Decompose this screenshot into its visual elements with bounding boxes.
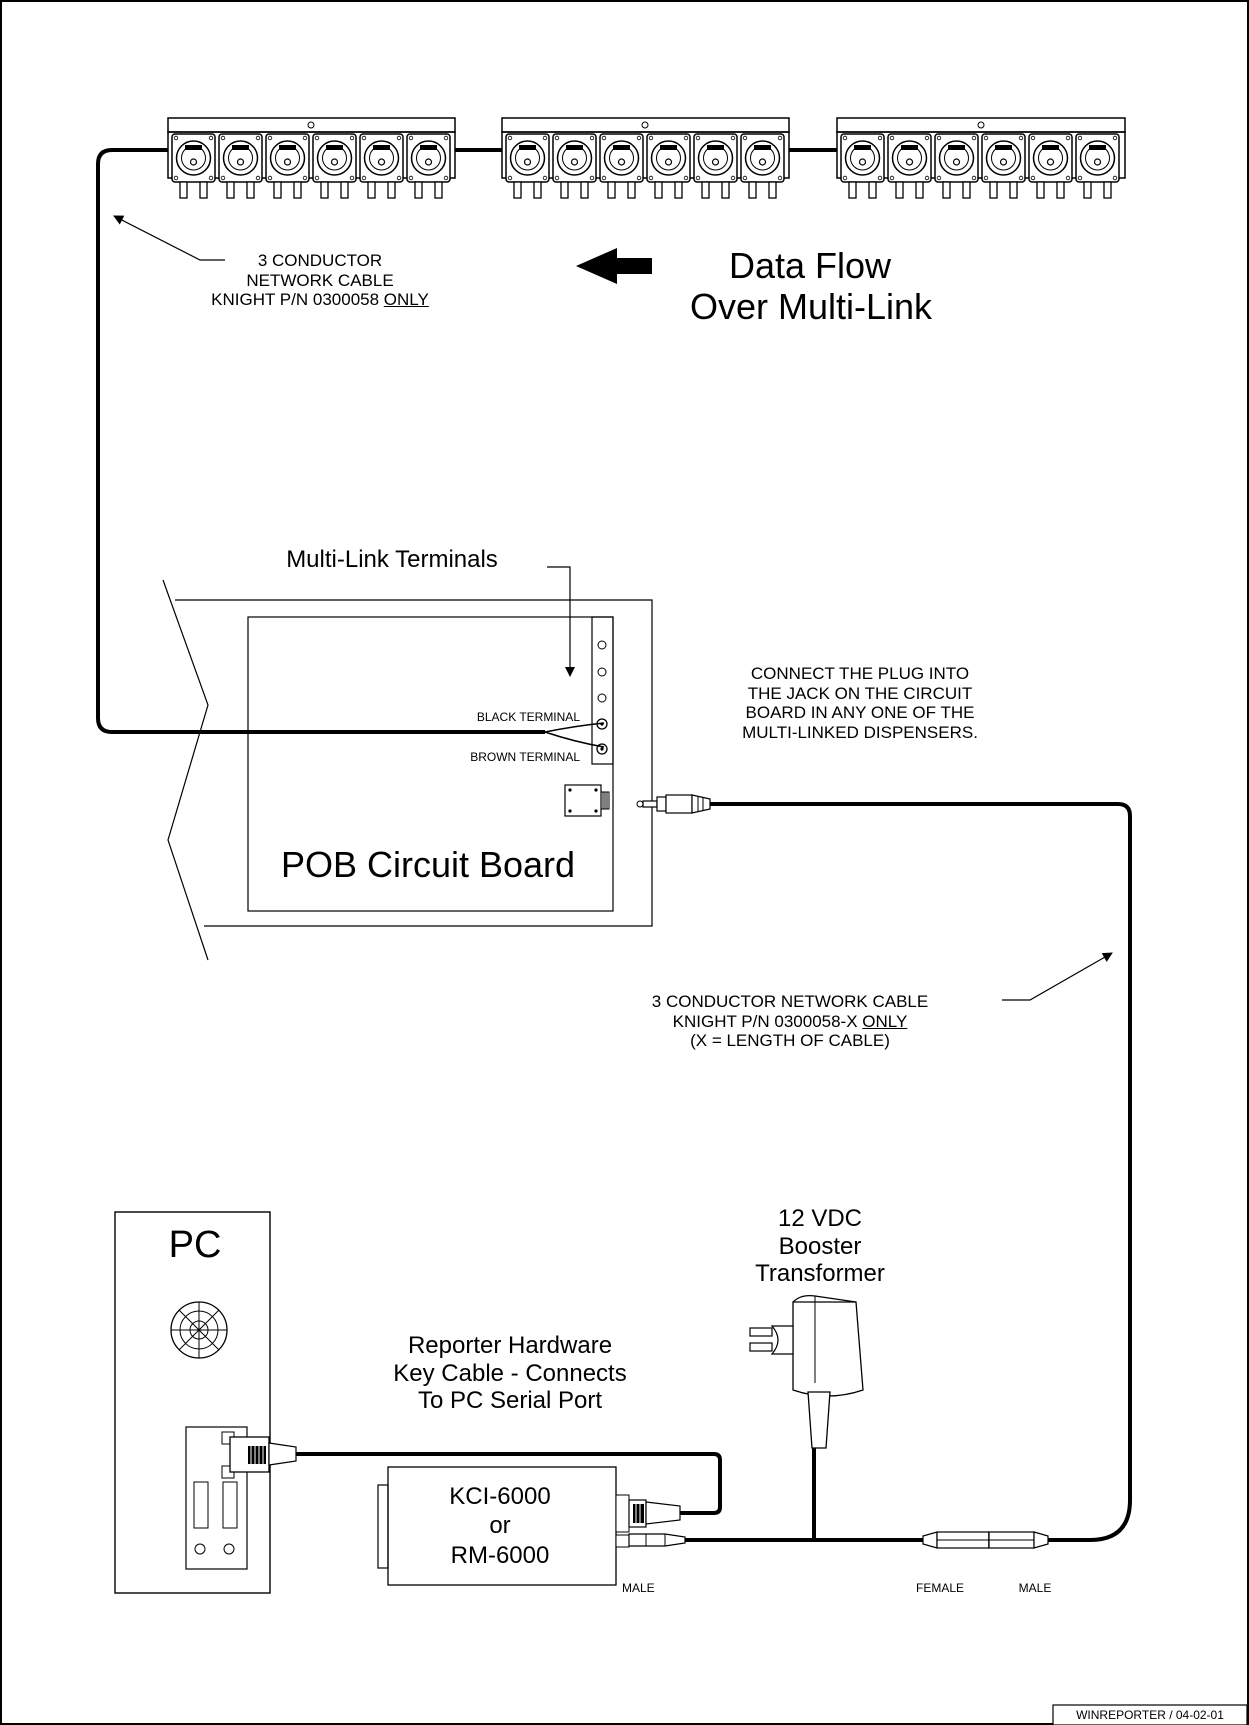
kci-6000-unit (377, 1466, 686, 1586)
multi-link-terminals-label: Multi-Link Terminals (286, 546, 498, 573)
pc-fan-icon (170, 1301, 228, 1359)
top-cable-label: 3 CONDUCTOR NETWORK CABLE KNIGHT P/N 030… (211, 251, 429, 310)
footer-box (1052, 1704, 1248, 1725)
male-label-left: MALE (622, 1581, 655, 1595)
cabinet-outline (175, 599, 653, 927)
key-cable-label: Reporter Hardware Key Cable - Connects T… (393, 1332, 627, 1415)
black-terminal-label: BLACK TERMINAL (476, 710, 580, 724)
kci-6000-label: KCI-6000 or RM-6000 (449, 1483, 551, 1569)
key-cable (296, 1452, 722, 1515)
right-cable-label: 3 CONDUCTOR NETWORK CABLE KNIGHT P/N 030… (651, 992, 929, 1051)
right-cable-leader (1002, 952, 1113, 1001)
transformer-label: 12 VDC Booster Transformer (755, 1205, 885, 1288)
db9-connector-pc (221, 1431, 297, 1479)
dispenser-bank-2 (501, 117, 790, 199)
pob-circuit-board-label: POB Circuit Board (280, 844, 576, 885)
board-jack (564, 784, 610, 817)
data-flow-label: Data Flow Over Multi-Link (690, 245, 933, 328)
footer-label: WINREPORTER / 04-02-01 (1076, 1708, 1224, 1722)
terminals-leader (547, 566, 575, 677)
booster-transformer (749, 1295, 864, 1449)
dispenser-bank-1 (167, 117, 456, 199)
cabinet-break-line (162, 579, 209, 961)
brown-terminal-label: BROWN TERMINAL (470, 750, 580, 764)
male-label-right: MALE (1018, 1581, 1052, 1595)
brown-wire (544, 731, 605, 748)
brown-terminal-screw (596, 743, 608, 755)
pc-tower (114, 1211, 271, 1594)
network-cable-right (710, 802, 1132, 1542)
pc-expansion-card (185, 1426, 248, 1570)
black-terminal-screw (596, 718, 608, 730)
terminal-strip (591, 616, 614, 765)
female-label: FEMALE (915, 1581, 964, 1595)
plug-instruction-note: CONNECT THE PLUG INTO THE JACK ON THE CI… (742, 664, 978, 742)
pc-label: PC (168, 1224, 222, 1266)
dispenser-bank-3 (836, 117, 1126, 199)
inline-connector (922, 1531, 1049, 1549)
data-flow-arrow (576, 248, 652, 284)
black-wire (544, 722, 605, 733)
plug-connector (636, 794, 711, 814)
top-cable-leader (113, 215, 225, 261)
network-cable-top (96, 148, 545, 734)
